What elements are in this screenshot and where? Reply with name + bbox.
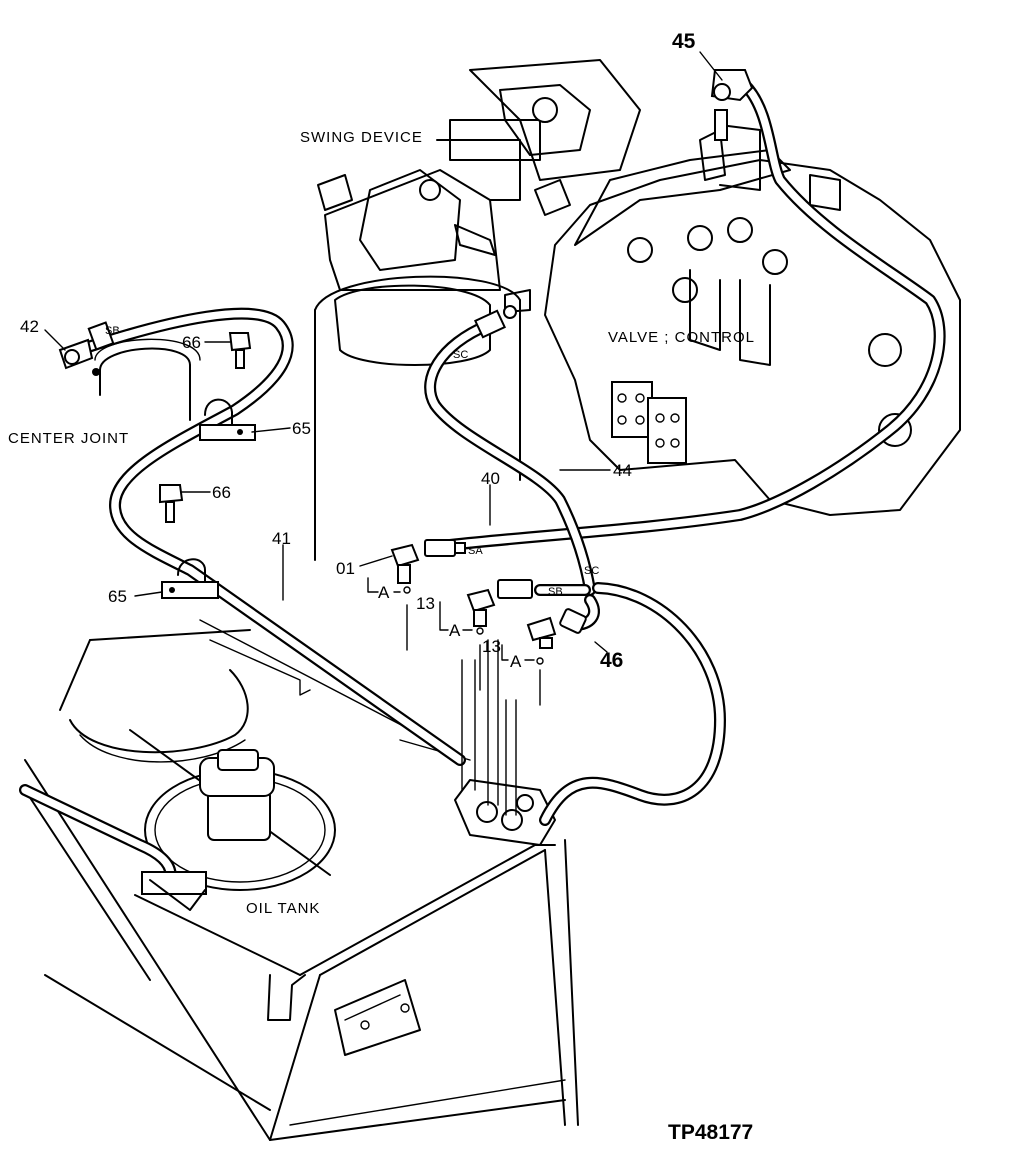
figure-id: TP48177: [668, 1121, 753, 1144]
fittings: [58, 69, 754, 665]
center-joint-drawing: [94, 338, 201, 421]
callout-45: 45: [672, 30, 696, 53]
center-joint-label: CENTER JOINT: [8, 430, 129, 447]
callout-65-lower: 65: [108, 587, 127, 606]
detail-ref-a-3: A: [510, 652, 522, 671]
swing-device-label: SWING DEVICE: [300, 129, 423, 146]
port-tag-sb-mid: SB: [548, 586, 563, 598]
callout-44: 44: [613, 461, 632, 480]
callout-65-upper: 65: [292, 419, 311, 438]
callout-40: 40: [481, 469, 500, 488]
swing-device-drawing: [314, 59, 641, 561]
callout-66-upper: 66: [182, 333, 201, 352]
control-valve-drawing: [544, 124, 961, 516]
control-valve-label: VALVE ; CONTROL: [608, 329, 755, 346]
port-tag-sb-top: SB: [105, 325, 120, 337]
hoses: [69, 79, 946, 826]
oil-tank-drawing: [19, 619, 579, 1141]
port-tag-sc-top: SC: [453, 349, 468, 361]
oil-tank-label: OIL TANK: [246, 900, 320, 917]
callout-01: 01: [336, 559, 355, 578]
detail-ref-a-2: A: [449, 621, 461, 640]
callout-46: 46: [600, 649, 623, 672]
callout-66-lower: 66: [212, 483, 231, 502]
callout-13-b: 13: [482, 637, 501, 656]
detail-ref-a-1: A: [378, 583, 390, 602]
leader-lines: [44, 51, 723, 706]
callout-41: 41: [272, 529, 291, 548]
port-tag-sc-mid: SC: [584, 565, 599, 577]
callout-42: 42: [20, 317, 39, 336]
port-tag-sa: SA: [468, 545, 483, 557]
callout-13-a: 13: [416, 594, 435, 613]
